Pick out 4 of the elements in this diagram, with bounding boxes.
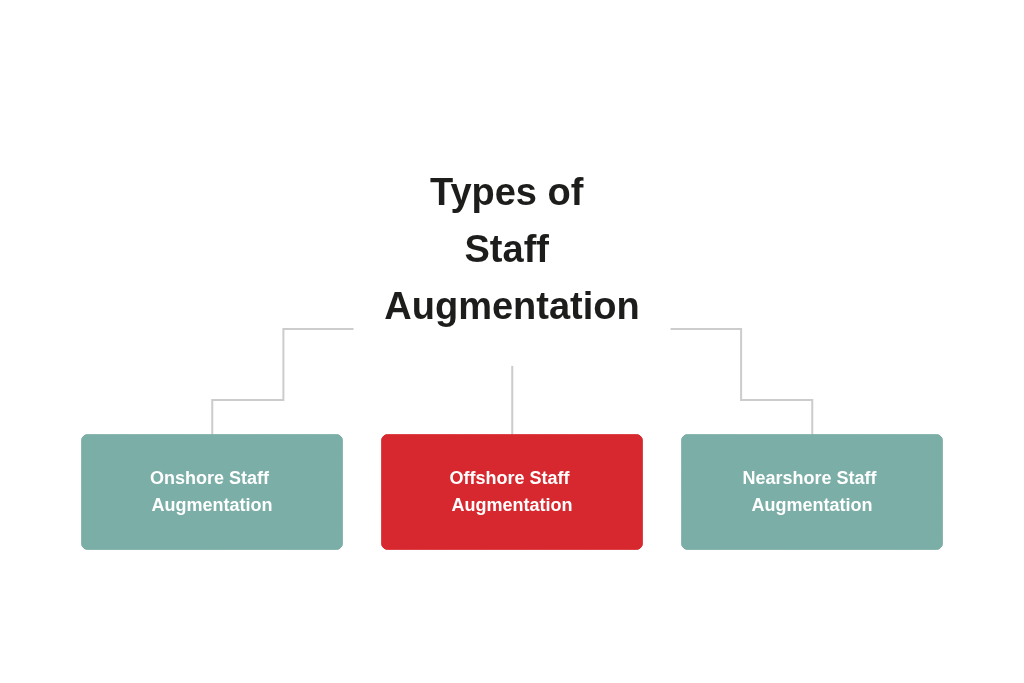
connector — [211, 328, 356, 437]
node-text: Types of Staff Augmentation — [384, 171, 640, 327]
connector — [511, 364, 514, 437]
connector — [669, 328, 814, 437]
